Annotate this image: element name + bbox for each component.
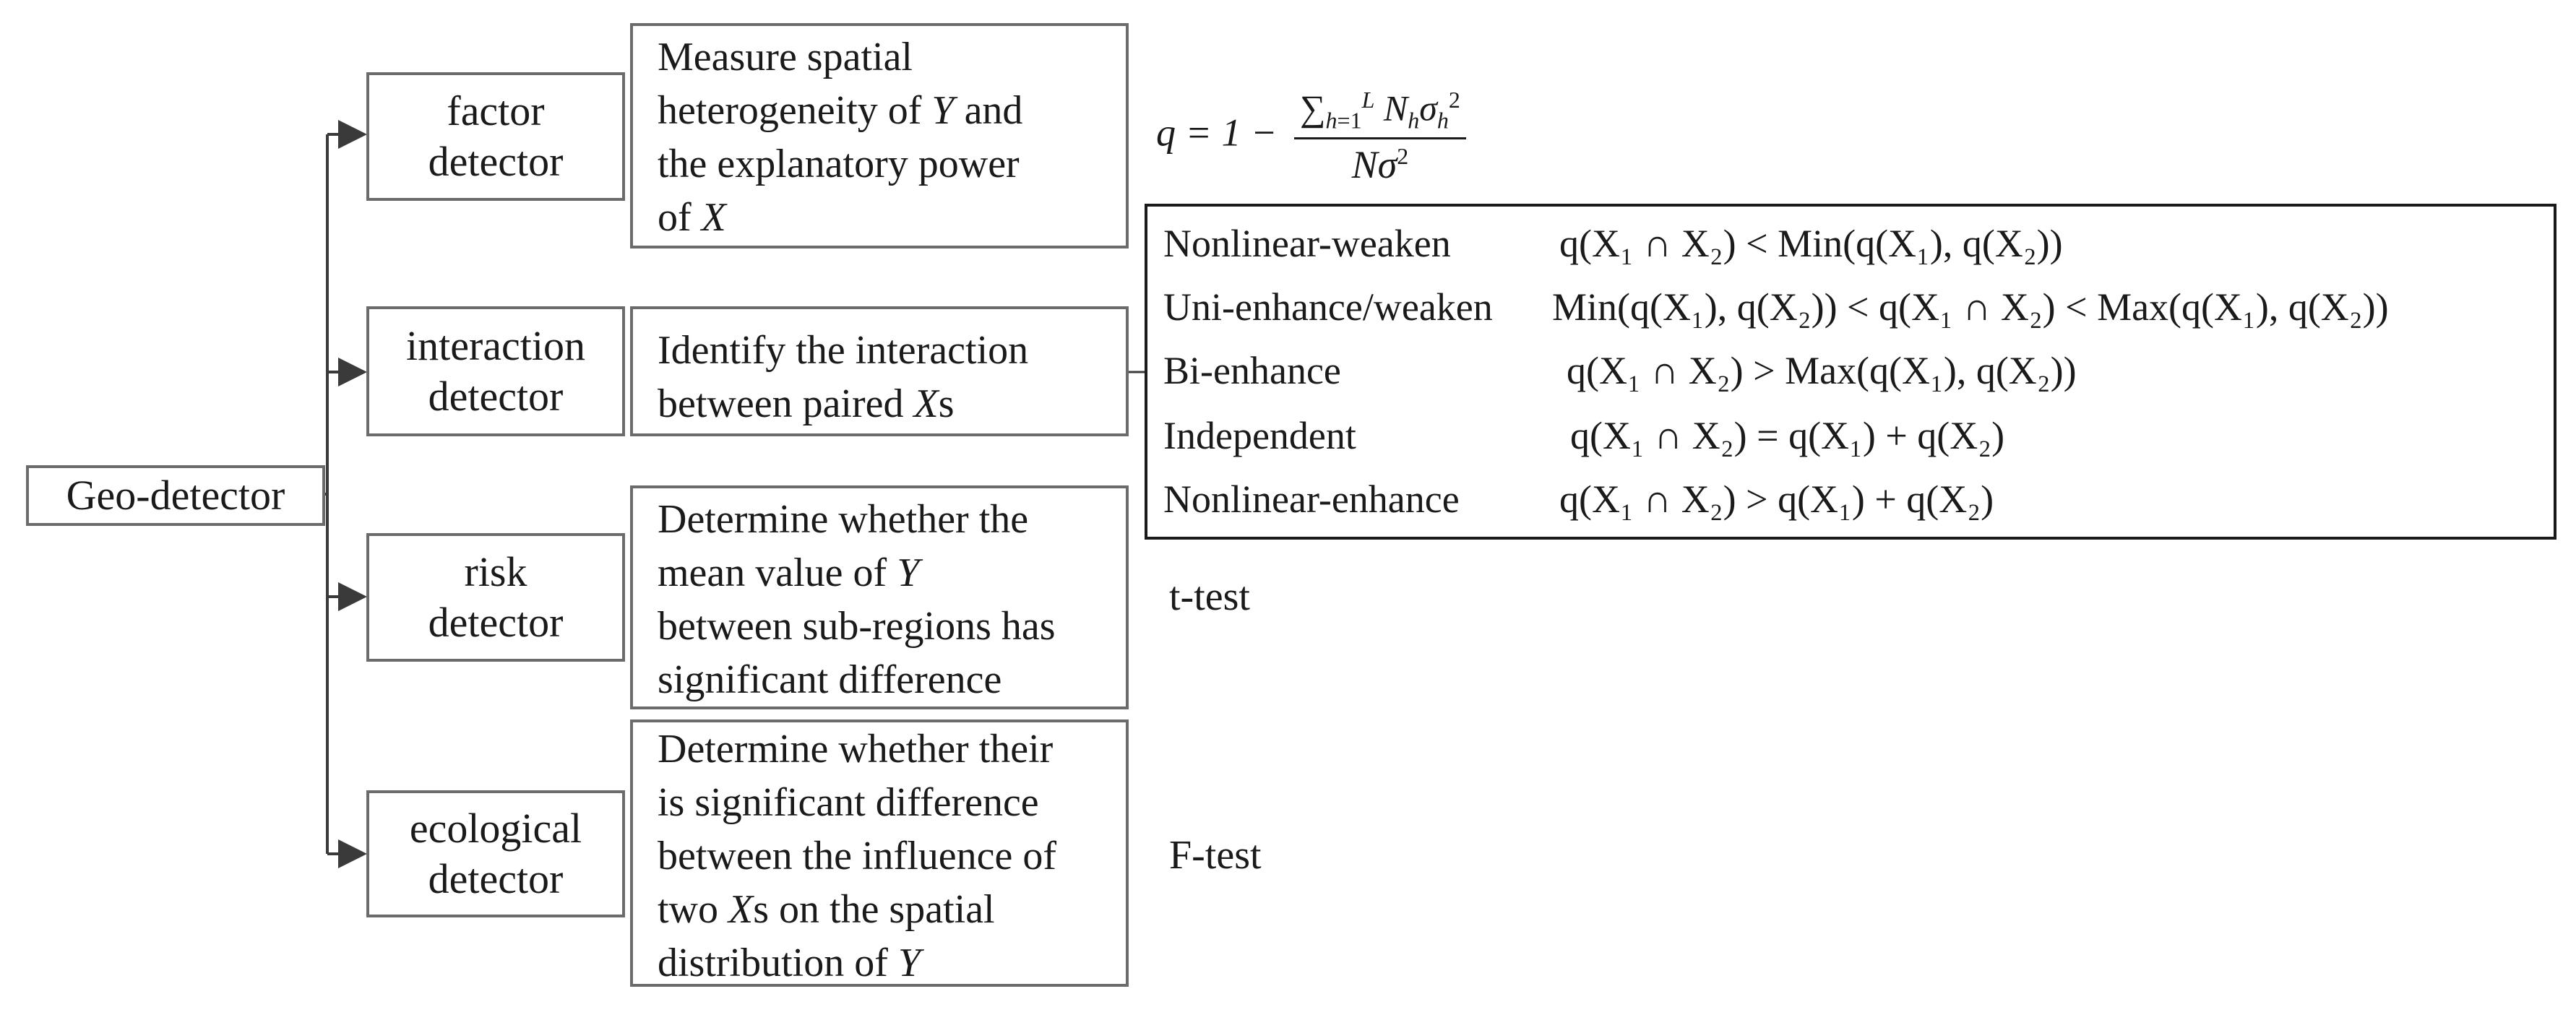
- interaction-description-box: Identify the interaction between paired …: [630, 306, 1129, 436]
- interaction-desc-suffix: s: [938, 381, 955, 426]
- risk-desc-line-1: Determine whether the: [658, 497, 1029, 542]
- rule-condition-bi-enhance: q(X₁ ∩ X₂) > Max(q(X₁), q(X₂)): [1567, 349, 2077, 392]
- interaction-detector-label-1: interaction: [405, 322, 585, 370]
- factor-detector-label-1: factor: [447, 87, 545, 135]
- risk-detector-label-1: risk: [464, 548, 527, 596]
- formula-fraction: ∑h=1L Nhσh2 Nσ2: [1293, 87, 1466, 187]
- factor-detector-label-2: detector: [428, 138, 564, 185]
- rule-name-independent: Independent: [1163, 414, 1356, 457]
- ecological-desc-var-y: Y: [897, 941, 921, 985]
- interaction-desc-var-x: X: [913, 381, 939, 426]
- rule-condition-nonlinear-weaken: q(X₁ ∩ X₂) < Min(q(X₁), q(X₂)): [1559, 222, 2063, 265]
- rule-condition-uni-enhance-weaken: Min(q(X₁), q(X₂)) < q(X₁ ∩ X₂) < Max(q(X…: [1552, 285, 2389, 329]
- ecological-desc-var-x: X: [728, 887, 754, 932]
- rule-condition-nonlinear-enhance: q(X₁ ∩ X₂) > q(X₁) + q(X₂): [1559, 477, 1994, 521]
- factor-desc-text-4: of: [658, 195, 702, 240]
- risk-desc-var-y: Y: [897, 550, 920, 595]
- ecological-desc-text-4b: s on the spatial: [753, 887, 995, 932]
- ecological-desc-line-2: is significant difference: [658, 780, 1039, 825]
- rule-name-nonlinear-enhance: Nonlinear-enhance: [1163, 477, 1460, 521]
- interaction-detector-box: interaction detector: [366, 306, 625, 436]
- risk-detector-label-2: detector: [428, 599, 564, 646]
- ecological-detector-box: ecological detector: [366, 790, 625, 917]
- risk-desc-line-3: between sub-regions has: [658, 604, 1056, 649]
- ecological-detector-label-1: ecological: [409, 805, 582, 852]
- formula-denominator: Nσ2: [1351, 142, 1409, 186]
- ecological-desc-text-5: distribution of: [658, 941, 898, 985]
- risk-t-test-label: t-test: [1169, 574, 1250, 619]
- root-label: Geo-detector: [66, 472, 285, 519]
- factor-desc-var-x: X: [701, 195, 726, 240]
- risk-desc-line-4: significant difference: [658, 657, 1002, 702]
- formula-sum-symbol: ∑: [1299, 87, 1326, 129]
- ecological-desc-line-3: between the influence of: [658, 834, 1056, 878]
- root-geo-detector-box: Geo-detector: [26, 465, 325, 526]
- factor-detector-box: factor detector: [366, 72, 625, 201]
- interaction-desc-text-2: between paired: [658, 381, 914, 426]
- risk-desc-line-2: mean value of Y: [658, 546, 1104, 600]
- factor-desc-text-2a: heterogeneity of: [658, 88, 932, 133]
- interaction-types-table: Nonlinear-weaken q(X₁ ∩ X₂) < Min(q(X₁),…: [1145, 204, 2556, 540]
- interaction-desc-line-2: between paired Xs: [658, 377, 1104, 431]
- factor-desc-text-2b: and: [954, 88, 1023, 133]
- risk-detector-box: risk detector: [366, 533, 625, 662]
- ecological-desc-line-5: distribution of Y: [658, 936, 1104, 990]
- ecological-desc-text-4a: two: [658, 887, 728, 932]
- rule-name-uni-enhance-weaken: Uni-enhance/weaken: [1163, 285, 1493, 329]
- ecological-detector-label-2: detector: [428, 855, 564, 902]
- factor-desc-var-y: Y: [931, 88, 955, 133]
- interaction-desc-line-1: Identify the interaction: [658, 328, 1029, 373]
- factor-description-box: Measure spatial heterogeneity of Y and t…: [630, 23, 1129, 248]
- rule-name-bi-enhance: Bi-enhance: [1163, 349, 1341, 392]
- formula-denominator-text: Nσ: [1351, 142, 1397, 186]
- q-statistic-formula: q = 1 − ∑h=1L Nhσh2 Nσ2: [1156, 87, 1466, 187]
- formula-lhs: q = 1 −: [1156, 111, 1278, 155]
- risk-desc-text-2: mean value of: [658, 550, 897, 595]
- ecological-desc-line-4: two Xs on the spatial: [658, 883, 1104, 936]
- factor-desc-line-4: of X: [658, 191, 1104, 244]
- factor-desc-line-1: Measure spatial: [658, 35, 913, 79]
- factor-desc-line-3: the explanatory power: [658, 142, 1020, 186]
- risk-description-box: Determine whether the mean value of Y be…: [630, 485, 1129, 709]
- rule-condition-independent: q(X₁ ∩ X₂) = q(X₁) + q(X₂): [1570, 414, 2005, 457]
- factor-desc-line-2: heterogeneity of Y and: [658, 84, 1104, 137]
- ecological-description-box: Determine whether their is significant d…: [630, 719, 1129, 987]
- ecological-desc-line-1: Determine whether their: [658, 727, 1054, 772]
- rule-name-nonlinear-weaken: Nonlinear-weaken: [1163, 222, 1451, 265]
- interaction-detector-label-2: detector: [428, 373, 564, 420]
- formula-numerator: ∑h=1L Nhσh2: [1293, 87, 1466, 139]
- ecological-f-test-label: F-test: [1169, 833, 1262, 878]
